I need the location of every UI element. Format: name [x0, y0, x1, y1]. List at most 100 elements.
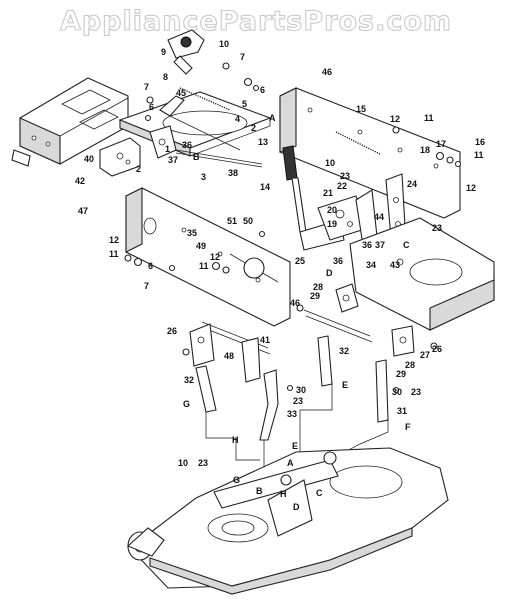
callout-c2a: 2: [251, 123, 256, 133]
callout-c32b: 32: [184, 375, 194, 385]
callout-cD1: D: [326, 268, 333, 278]
callout-c9: 9: [161, 47, 166, 57]
callout-c6b: 6: [149, 102, 154, 112]
callout-c1: 1: [165, 144, 170, 154]
callout-c29a: 29: [310, 291, 320, 301]
callout-c27: 27: [420, 350, 430, 360]
callout-c46b: 46: [290, 298, 300, 308]
callout-c10c: 10: [178, 458, 188, 468]
callout-cG2: G: [233, 475, 240, 485]
callout-c7c: 7: [144, 281, 149, 291]
watermark-text: AppliancePartsPros.com: [60, 6, 452, 37]
callout-c12b: 12: [466, 183, 476, 193]
right-top-hardware: [392, 126, 462, 168]
callout-c32a: 32: [339, 346, 349, 356]
callout-c6c: 6: [148, 261, 153, 271]
callout-cC1: C: [403, 240, 410, 250]
callout-c36a: 36: [182, 140, 192, 150]
callout-c12c: 12: [109, 235, 119, 245]
right-chassis-plate: [349, 217, 495, 331]
callout-c11b: 11: [474, 150, 484, 160]
callout-c30b: 30: [392, 387, 402, 397]
callout-c11d: 11: [199, 261, 209, 271]
callout-c24: 24: [407, 179, 417, 189]
top-frame-plate: [118, 91, 272, 157]
callout-cF1: F: [405, 422, 411, 432]
callout-c37b: 37: [375, 240, 385, 250]
callout-c28a: 28: [313, 282, 323, 292]
left-panel-hardware: [124, 230, 266, 274]
callout-c5: 5: [242, 99, 247, 109]
pivot-bracket-left: [99, 125, 177, 177]
callout-c23b: 23: [432, 223, 442, 233]
callout-c34: 34: [366, 260, 376, 270]
callout-c20: 20: [327, 205, 337, 215]
callout-cB1: B: [193, 152, 200, 162]
callout-c7a: 7: [240, 52, 245, 62]
callout-c23c: 23: [293, 396, 303, 406]
callout-c25: 25: [295, 256, 305, 266]
callout-c36b: 36: [362, 240, 372, 250]
callout-c26b: 26: [432, 344, 442, 354]
callout-c6a: 6: [260, 85, 265, 95]
lift-lever: [282, 145, 369, 251]
callout-c7b: 7: [144, 82, 149, 92]
top-hardware: [144, 62, 260, 122]
callout-c43: 43: [390, 260, 400, 270]
callout-c17: 17: [436, 139, 446, 149]
callout-c21: 21: [323, 188, 333, 198]
left-frame-bracket: [11, 77, 129, 167]
callout-c22: 22: [337, 181, 347, 191]
callout-c47: 47: [78, 206, 88, 216]
callout-c12d: 12: [210, 252, 220, 262]
callout-c31: 31: [397, 406, 407, 416]
callout-c13: 13: [258, 137, 268, 147]
callout-c19: 19: [327, 219, 337, 229]
callout-cH2: H: [280, 489, 287, 499]
callout-c11a: 11: [424, 113, 434, 123]
callout-c29b: 29: [396, 369, 406, 379]
left-side-panel: [125, 187, 291, 327]
callout-cC2: C: [316, 488, 323, 498]
callout-c48: 48: [224, 351, 234, 361]
callout-c51: 51: [227, 216, 237, 226]
callout-c45: 45: [176, 88, 186, 98]
lift-link-rods: [189, 309, 373, 383]
callout-c42: 42: [75, 176, 85, 186]
callout-c35: 35: [187, 228, 197, 238]
callout-c36c: 36: [333, 256, 343, 266]
deck-hangers: [182, 325, 438, 441]
callout-c30a: 30: [296, 385, 306, 395]
callout-cG1: G: [183, 399, 190, 409]
callout-cA1: A: [269, 113, 276, 123]
rod-38: [175, 149, 263, 168]
callout-c28b: 28: [405, 360, 415, 370]
callout-c15: 15: [356, 104, 366, 114]
mower-deck: [126, 447, 449, 595]
callout-c4: 4: [235, 114, 240, 124]
callout-c40: 40: [84, 154, 94, 164]
callout-c50: 50: [243, 216, 253, 226]
callout-cA2: A: [287, 458, 294, 468]
callout-cD2: D: [293, 502, 300, 512]
callout-c10a: 10: [219, 39, 229, 49]
callout-c12a: 12: [390, 114, 400, 124]
callout-c46: 46: [322, 67, 332, 77]
callout-c44: 44: [374, 212, 384, 222]
height-adjust-handle: [159, 29, 241, 151]
callout-c8: 8: [163, 72, 168, 82]
center-link-hardware: [296, 283, 359, 313]
right-frame-panel: [279, 87, 461, 219]
callout-cB2: B: [256, 486, 263, 496]
callout-c41: 41: [260, 335, 270, 345]
callout-c2b: 2: [136, 164, 141, 174]
callout-c49: 49: [196, 241, 206, 251]
callout-cE2: E: [292, 441, 298, 451]
callout-c37a: 37: [168, 155, 178, 165]
callout-c18: 18: [420, 145, 430, 155]
callout-c23e: 23: [198, 458, 208, 468]
callout-c11c: 11: [109, 249, 119, 259]
callout-c33: 33: [287, 409, 297, 419]
